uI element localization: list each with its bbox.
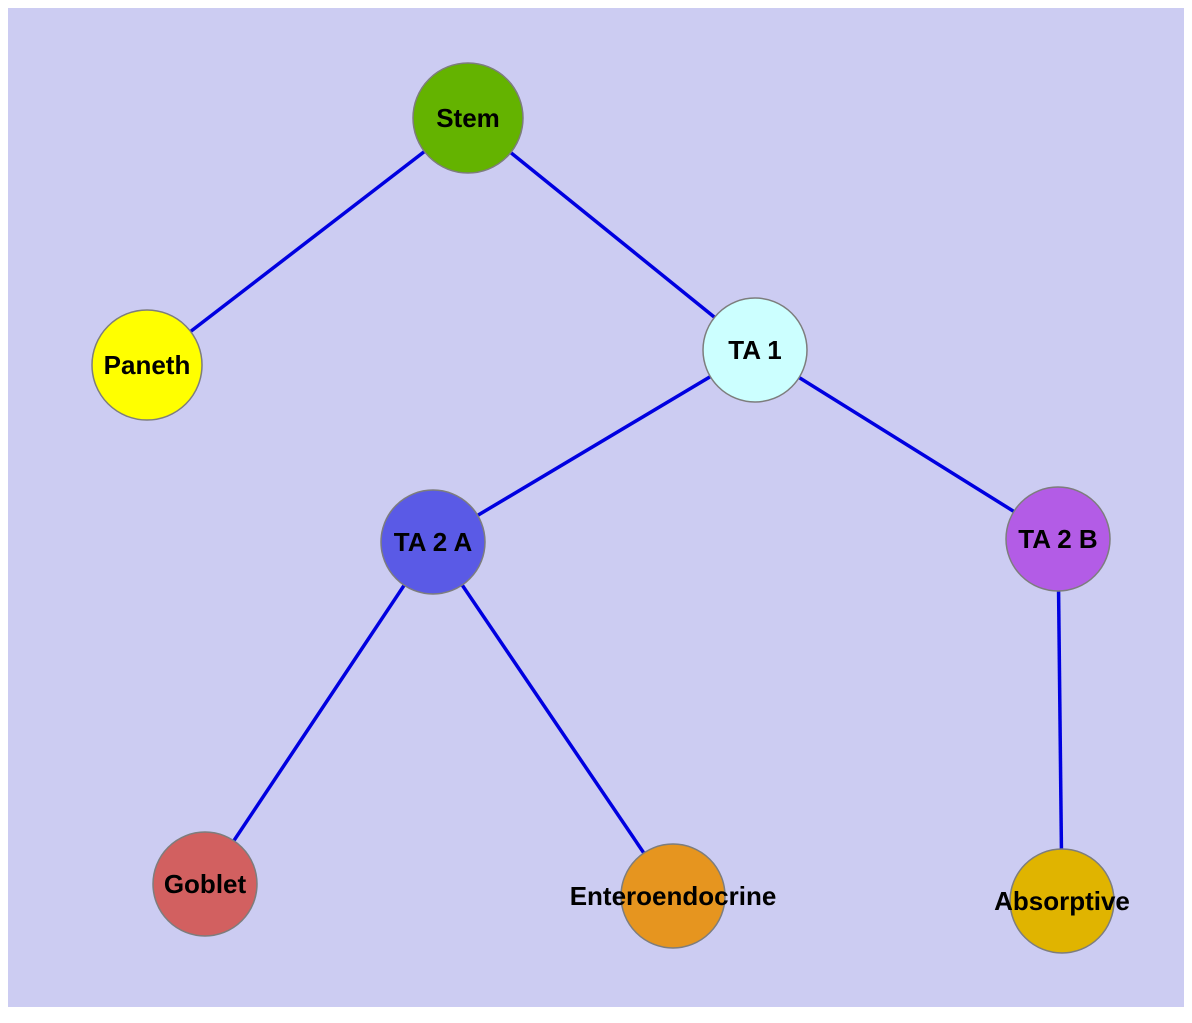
node-circle-ta2a[interactable] [380,489,486,595]
edge-ta1-ta2b [754,348,1059,541]
edge-ta2a-enteroendocrine [431,541,675,897]
edge-ta2a-goblet [203,541,435,885]
edge-ta1-ta2a [432,348,756,544]
node-ta2a[interactable]: TA 2 A [380,489,486,595]
edge-stem-ta1 [466,116,757,352]
node-ta2b[interactable]: TA 2 B [1005,486,1111,592]
node-circle-enteroendocrine[interactable] [620,843,726,949]
node-paneth[interactable]: Paneth [91,309,203,421]
node-stem[interactable]: Stem [412,62,524,174]
node-circle-absorptive[interactable] [1009,848,1115,954]
node-circle-goblet[interactable] [152,831,258,937]
node-goblet[interactable]: Goblet [152,831,258,937]
node-circle-paneth[interactable] [91,309,203,421]
edge-stem-paneth [145,116,470,367]
node-circle-ta2b[interactable] [1005,486,1111,592]
edge-ta2b-absorptive [1056,538,1064,902]
node-circle-stem[interactable] [412,62,524,174]
node-circle-ta1[interactable] [702,297,808,403]
node-ta1[interactable]: TA 1 [702,297,808,403]
